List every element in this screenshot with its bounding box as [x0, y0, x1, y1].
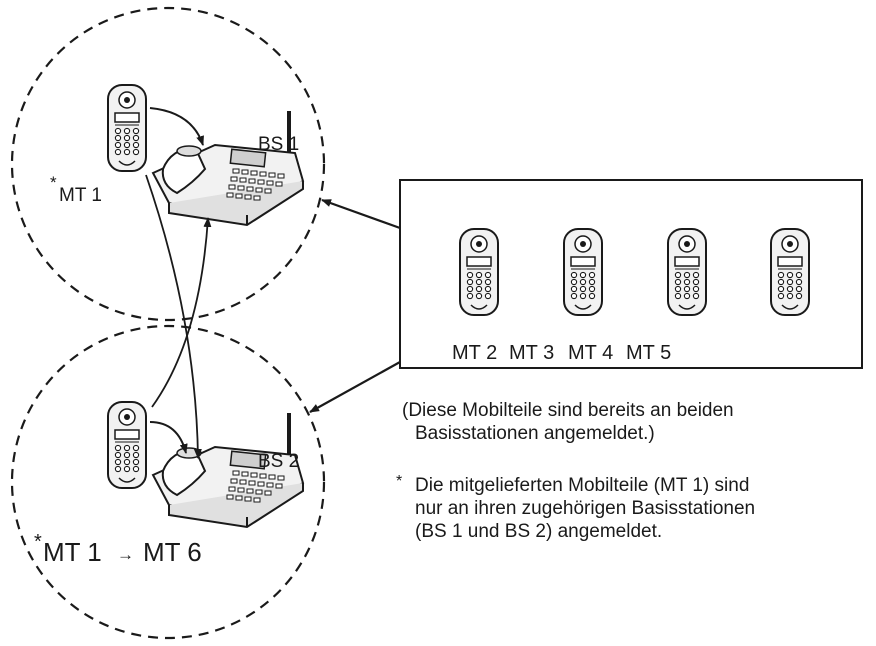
- footnote-line-2: nur an ihren zugehörigen Basisstationen: [415, 498, 756, 519]
- footnote-marker: *: [396, 473, 403, 490]
- bs1-label: BS 1: [258, 134, 299, 155]
- mt6-old-label: MT 1: [43, 537, 102, 567]
- mt1-label: MT 1: [59, 185, 102, 206]
- footnote-line-1: Die mitgelieferten Mobilteile (MT 1) sin…: [415, 475, 750, 496]
- mt6-arrow: →: [117, 545, 134, 564]
- handset-mt5: [770, 228, 810, 316]
- handset-mt1: [107, 84, 147, 172]
- mt3-label: MT 3: [509, 342, 554, 364]
- footnote-line-3: (BS 1 und BS 2) angemeldet.: [415, 521, 663, 542]
- arrow-mt6-to-bs1: [151, 217, 212, 408]
- mt6-new-label: MT 6: [143, 537, 202, 567]
- mt1-marker: *: [50, 173, 57, 192]
- base-station-1: [151, 109, 305, 227]
- coverage-circle-bs1: [10, 6, 326, 322]
- mt5-label: MT 5: [626, 342, 671, 364]
- mt6-marker: *: [34, 531, 42, 553]
- mt2-label: MT 2: [452, 342, 497, 364]
- mt4-label: MT 4: [568, 342, 613, 364]
- footnote: * Die mitgelieferten Mobilteile (MT 1) s…: [396, 473, 862, 543]
- bs2-label: BS 2: [258, 451, 299, 472]
- shared-handsets-note: (Diese Mobilteile sind bereits an beiden…: [402, 399, 862, 445]
- arrow-mt1-to-bs1: [149, 107, 204, 146]
- handset-mt3: [563, 228, 603, 316]
- arrow-box-to-bs1: [321, 198, 401, 230]
- shared-note-line-1: (Diese Mobilteile sind bereits an beiden: [402, 400, 734, 421]
- handset-mt4: [667, 228, 707, 316]
- arrow-box-to-bs2: [309, 361, 401, 413]
- handset-mt6: [107, 401, 147, 489]
- arrow-mt6-to-bs2: [149, 421, 188, 454]
- arrow-mt1-to-bs2: [145, 174, 202, 459]
- shared-note-line-2: Basisstationen angemeldet.): [415, 423, 655, 444]
- handset-mt2: [459, 228, 499, 316]
- coverage-circle-bs2: [10, 324, 326, 640]
